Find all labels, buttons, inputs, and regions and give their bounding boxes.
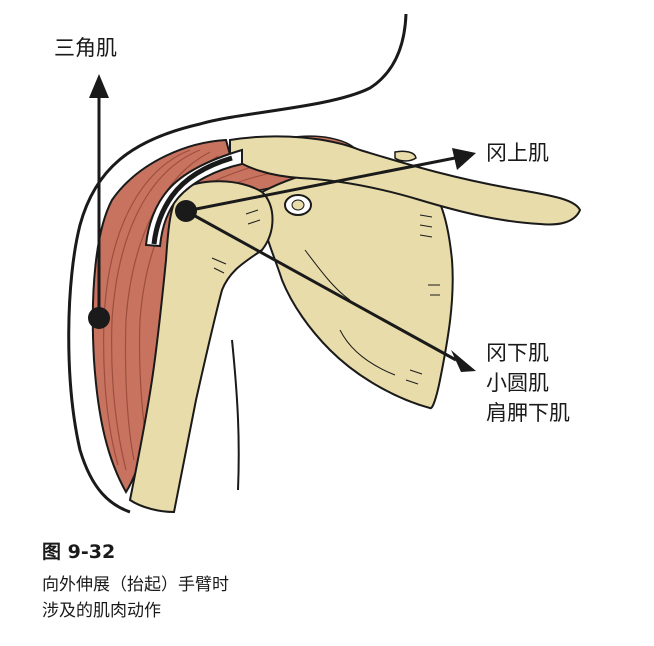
infraspinatus-group-arrow bbox=[185, 209, 457, 362]
caption-line-1: 向外伸展（抬起）手臂时 bbox=[42, 575, 229, 595]
teres-minor-label: 小圆肌 bbox=[486, 371, 549, 395]
humerus bbox=[128, 180, 274, 514]
caption-line-2: 涉及的肌肉动作 bbox=[42, 601, 161, 621]
scapular-spine bbox=[229, 135, 582, 226]
scapula-marks bbox=[304, 214, 440, 385]
supraspinatus-label: 冈上肌 bbox=[486, 141, 549, 165]
coracoid bbox=[394, 150, 417, 162]
humerus-marks bbox=[211, 209, 261, 274]
subscapularis-label: 肩胛下肌 bbox=[486, 401, 570, 425]
armpit-outline bbox=[231, 339, 240, 491]
skin-outline bbox=[67, 13, 408, 514]
deltoid-label: 三角肌 bbox=[54, 36, 117, 60]
supraspinatus-arrow bbox=[185, 156, 456, 213]
figure-number: 图 9-32 bbox=[42, 541, 116, 563]
infraspinatus-label: 冈下肌 bbox=[486, 341, 549, 365]
